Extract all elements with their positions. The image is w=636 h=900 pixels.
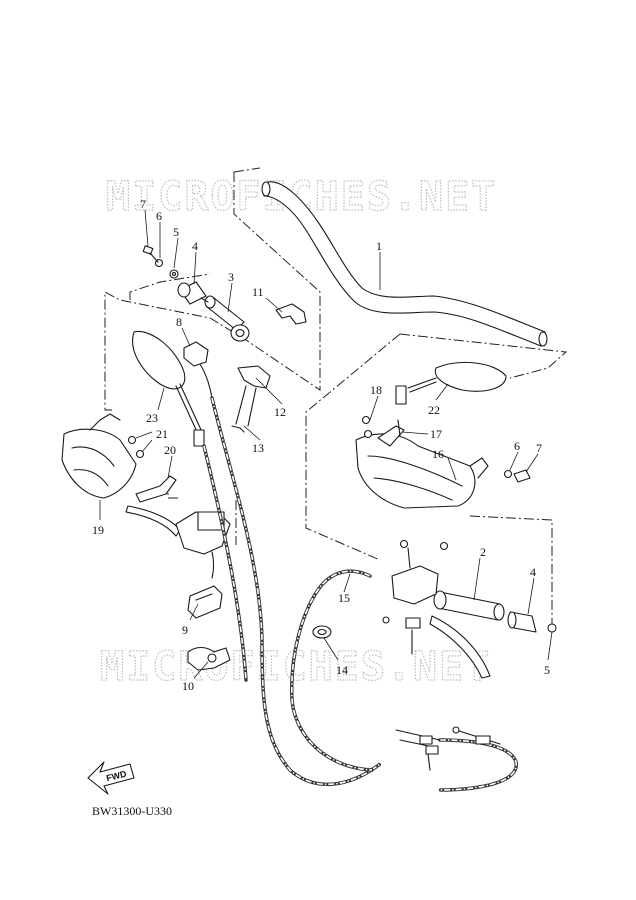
label-p22: 22 bbox=[428, 403, 440, 417]
label-p20: 20 bbox=[164, 443, 176, 457]
left-cables bbox=[202, 396, 382, 787]
right-hand-guard bbox=[355, 433, 489, 509]
wire-clamp-9 bbox=[187, 585, 223, 619]
throttle-cable bbox=[289, 569, 518, 792]
guard-bracket bbox=[127, 435, 177, 503]
label-p21: 21 bbox=[156, 427, 168, 441]
label-p23: 23 bbox=[146, 411, 158, 425]
assembly-outlines bbox=[104, 167, 568, 628]
label-p12: 12 bbox=[274, 405, 286, 419]
label-p5-left: 5 bbox=[173, 225, 179, 239]
label-p1: 1 bbox=[376, 239, 382, 253]
forward-direction-arrow: FWD bbox=[87, 761, 135, 795]
label-p4-right: 4 bbox=[530, 565, 536, 579]
label-p7-left: 7 bbox=[140, 197, 146, 211]
lever-holder bbox=[231, 365, 271, 433]
diagram-code: BW31300-U330 bbox=[92, 804, 172, 818]
left-end-weight bbox=[177, 281, 209, 305]
left-mirror bbox=[132, 330, 205, 447]
label-p16: 16 bbox=[432, 447, 444, 461]
label-p7-right: 7 bbox=[536, 441, 542, 455]
left-grip bbox=[204, 295, 250, 342]
wire-clamp-10 bbox=[187, 646, 231, 671]
left-lever-assembly bbox=[125, 505, 231, 579]
label-p14: 14 bbox=[336, 663, 348, 677]
right-fasteners bbox=[503, 469, 531, 483]
label-p11: 11 bbox=[252, 285, 264, 299]
left-switch bbox=[183, 341, 213, 399]
label-p10: 10 bbox=[182, 679, 194, 693]
label-p19: 19 bbox=[92, 523, 104, 537]
label-p6-right: 6 bbox=[514, 439, 520, 453]
cable-ends bbox=[395, 726, 501, 771]
label-p17: 17 bbox=[430, 427, 442, 441]
label-p15: 15 bbox=[338, 591, 350, 605]
label-p5-right: 5 bbox=[544, 663, 550, 677]
handlebar bbox=[261, 181, 548, 347]
holder-clamp bbox=[275, 303, 307, 325]
right-end-weight bbox=[507, 611, 557, 633]
label-p8: 8 bbox=[176, 315, 182, 329]
fwd-label: FWD bbox=[105, 768, 128, 783]
part-labels: 1 2 3 4 4 5 5 6 6 7 7 8 9 10 11 12 13 14… bbox=[92, 197, 550, 693]
label-p2: 2 bbox=[480, 545, 486, 559]
throttle-grip bbox=[433, 590, 505, 621]
label-p4-left: 4 bbox=[192, 239, 198, 253]
label-p3: 3 bbox=[228, 270, 234, 284]
right-control-assembly bbox=[382, 539, 491, 679]
label-p13: 13 bbox=[252, 441, 264, 455]
label-p9: 9 bbox=[182, 623, 188, 637]
label-p6-left: 6 bbox=[156, 209, 162, 223]
left-hand-guard bbox=[61, 413, 137, 499]
label-p18: 18 bbox=[370, 383, 382, 397]
left-fasteners bbox=[142, 245, 179, 279]
cable-guide bbox=[312, 625, 332, 639]
leader-lines bbox=[99, 209, 553, 679]
right-guard-bracket bbox=[361, 415, 405, 447]
right-mirror bbox=[395, 361, 507, 405]
